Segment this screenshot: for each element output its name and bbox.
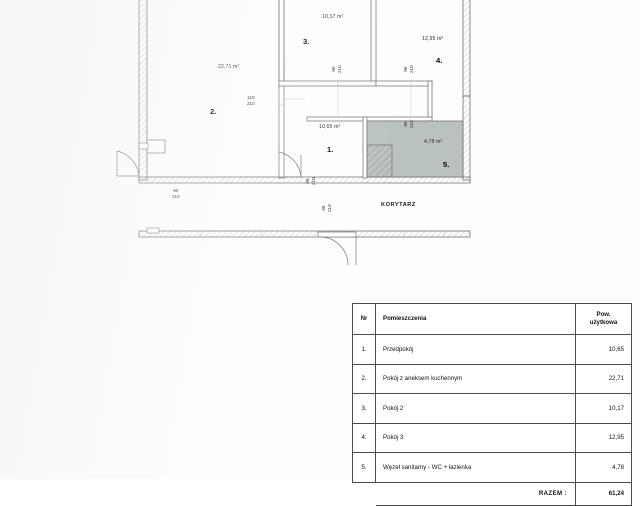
- header-area-line2: użytkowa: [589, 319, 618, 326]
- room5-area-label: 4,78 m²: [424, 139, 443, 145]
- room4-door-dim: 90 210: [403, 65, 415, 73]
- room5-door-height: 210: [409, 120, 415, 128]
- row-name: Pokój z aneksem kuchennym: [375, 363, 576, 394]
- room-schedule-table: Nr Pomieszczenia Pow. użytkowa 1. Przedp…: [352, 303, 632, 506]
- room2-area-label: 22,71 m²: [218, 64, 240, 70]
- total-spacer: [353, 482, 376, 505]
- wall-under-room3-room4: [278, 80, 433, 87]
- room3-door-dim: 90 210: [331, 65, 343, 73]
- room3-door-height: 210: [337, 65, 343, 73]
- wall-room2-hall: [278, 85, 285, 179]
- entry-door: [116, 150, 140, 177]
- table-body: 1. Przedpokój 10,65 2. Pokój z aneksem k…: [352, 334, 632, 483]
- room3-number: 3.: [303, 37, 310, 46]
- row-nr: 3.: [352, 393, 376, 424]
- wall-stub-bottom-left: [146, 227, 160, 234]
- table-row: 3. Pokój 2 10,17: [352, 393, 632, 424]
- row-nr: 5.: [352, 452, 376, 483]
- wall-between-room2-room3: [278, 0, 285, 87]
- table-footer: RAZEM : 61,24: [353, 481, 632, 506]
- table-row: 1. Przedpokój 10,65: [352, 334, 632, 365]
- room1-door-height: 210: [311, 177, 317, 185]
- row-area: 4,78: [575, 452, 632, 483]
- row-name: Przedpokój: [375, 334, 576, 365]
- room5-door-dim: 90 210: [403, 120, 415, 128]
- row-name: Węzeł sanitarny - WC + łazienka: [375, 452, 576, 483]
- wall-corridor: [138, 176, 471, 238]
- room1-area-label: 10,65 m²: [319, 124, 341, 130]
- corridor-door: [317, 231, 357, 266]
- room5-number: 5.: [443, 160, 450, 169]
- entry-door-height: 210: [172, 194, 180, 200]
- wall-exterior-left: [138, 0, 148, 181]
- row-area: 22,71: [575, 363, 632, 394]
- floor-plan-drawing: [116, 0, 471, 266]
- header-area: Pow. użytkowa: [575, 303, 632, 335]
- header-name: Pomieszczenia: [375, 303, 576, 335]
- wall-between-room3-room4: [370, 0, 377, 83]
- wall-exterior-right: [462, 0, 471, 181]
- wall-room1-bathroom: [362, 116, 368, 179]
- corridor-door-dim: 90 210: [321, 204, 333, 212]
- total-row: RAZEM : 61,24: [353, 481, 632, 506]
- room2-door-dim: 110 210: [247, 95, 255, 107]
- room3-area-label: 10,17 m²: [322, 14, 344, 20]
- row-area: 10,65: [575, 334, 632, 365]
- room4-area-label: 12,95 m²: [422, 36, 444, 42]
- header-area-line1: Pow.: [596, 310, 611, 318]
- corridor-label: KORYTARZ: [381, 202, 416, 208]
- entry-door-dim: 90 210: [172, 188, 180, 200]
- table-row: 4. Pokój 3 12,95: [352, 422, 632, 453]
- row-name: Pokój 3: [375, 422, 576, 453]
- table-row: 2. Pokój z aneksem kuchennym 22,71: [352, 363, 632, 394]
- room4-door-height: 210: [409, 65, 415, 73]
- row-nr: 1.: [352, 334, 376, 365]
- table-header: Nr Pomieszczenia Pow. użytkowa: [352, 303, 632, 335]
- row-nr: 4.: [352, 422, 376, 453]
- total-value: 61,24: [575, 481, 632, 506]
- total-label: RAZEM :: [375, 481, 576, 506]
- row-name: Pokój 2: [375, 393, 576, 424]
- room1-number: 1.: [327, 145, 334, 154]
- room2-number: 2.: [210, 107, 217, 116]
- corridor-door-height: 210: [327, 204, 333, 212]
- wall-room4-bathroom: [427, 80, 433, 119]
- table-row: 5. Węzeł sanitarny - WC + łazienka 4,78: [352, 452, 632, 483]
- header-nr: Nr: [352, 303, 376, 335]
- row-area: 10,17: [575, 393, 632, 424]
- plan-svg: [116, 0, 471, 266]
- room1-door-dim: 90 210: [305, 177, 317, 185]
- room2-door-height: 210: [247, 101, 255, 107]
- row-nr: 2.: [352, 363, 376, 394]
- table-header-row: Nr Pomieszczenia Pow. użytkowa: [352, 303, 632, 335]
- row-area: 12,95: [575, 422, 632, 453]
- room4-number: 4.: [436, 56, 443, 65]
